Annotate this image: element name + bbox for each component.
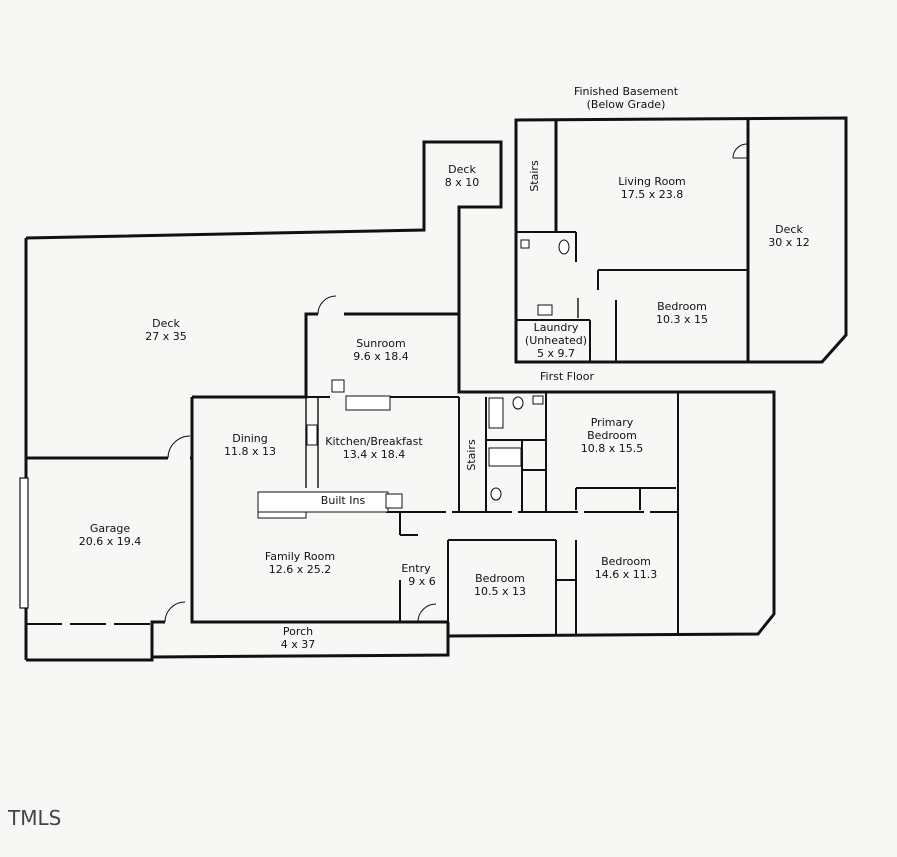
- laundry-note: (Unheated): [525, 334, 587, 347]
- first-floor-plan: Deck 8 x 10 Deck 27 x 35 Sunroom 9.6 x 1…: [19, 140, 776, 662]
- primary-bedroom-dims: 10.8 x 15.5: [581, 442, 644, 455]
- watermark: TMLS: [8, 806, 62, 830]
- deck-outline: [25, 140, 503, 392]
- basement-deck-dims: 30 x 12: [768, 236, 810, 249]
- basement-outline: [514, 116, 848, 364]
- house-outline: [151, 312, 776, 659]
- entry-dims: 9 x 6: [408, 575, 436, 588]
- toilet-fixture-1: [512, 396, 524, 410]
- sink-fixture: [520, 239, 530, 249]
- laundry-dims: 5 x 9.7: [537, 347, 575, 360]
- front-door: [417, 603, 437, 623]
- basement-deck-label: Deck: [775, 223, 803, 236]
- primary-bedroom-label: Primary: [591, 416, 634, 429]
- sunroom-door: [317, 295, 337, 315]
- laundry-label: Laundry: [534, 321, 579, 334]
- sink-fixture-1: [532, 395, 544, 405]
- garage-porch-door: [164, 601, 186, 623]
- bedroom-a-dims: 10.5 x 13: [474, 585, 526, 598]
- toilet-fixture-2: [490, 487, 502, 501]
- porch-label: Porch: [283, 625, 313, 638]
- basement-bedroom-label: Bedroom: [657, 300, 707, 313]
- fridge-fixture: [306, 424, 318, 446]
- garage-house-door: [167, 435, 191, 459]
- sunroom-label: Sunroom: [356, 337, 405, 350]
- small-deck-dims: 8 x 10: [445, 176, 480, 189]
- bedroom-a-label: Bedroom: [475, 572, 525, 585]
- garage-dims: 20.6 x 19.4: [79, 535, 142, 548]
- shower-fixture: [488, 397, 504, 429]
- entry-label: Entry: [401, 562, 431, 575]
- living-room-label: Living Room: [618, 175, 686, 188]
- first-floor-title: First Floor: [540, 370, 594, 383]
- toilet-fixture: [558, 239, 570, 255]
- basement-plan: Finished Basement (Below Grade) Living R…: [514, 85, 848, 364]
- basement-title: Finished Basement: [574, 85, 679, 98]
- living-room-dims: 17.5 x 23.8: [621, 188, 684, 201]
- garage-walls: [26, 456, 192, 662]
- small-deck-label: Deck: [448, 163, 476, 176]
- stove-fixture: [331, 379, 345, 393]
- kitchen-label: Kitchen/Breakfast: [325, 435, 423, 448]
- stairs-label: Stairs: [465, 439, 478, 471]
- basement-subtitle: (Below Grade): [587, 98, 666, 111]
- sunroom-dims: 9.6 x 18.4: [353, 350, 409, 363]
- laundry-sink-fixture: [537, 304, 553, 316]
- large-deck-dims: 27 x 35: [145, 330, 187, 343]
- kitchen-dims: 13.4 x 18.4: [343, 448, 406, 461]
- dining-dims: 11.8 x 13: [224, 445, 276, 458]
- basement-bedroom-dims: 10.3 x 15: [656, 313, 708, 326]
- family-room-label: Family Room: [265, 550, 335, 563]
- built-ins-label: Built Ins: [321, 494, 366, 507]
- basement-stairs-label: Stairs: [528, 160, 541, 192]
- tub-fixture: [488, 447, 522, 467]
- primary-bedroom-label-2: Bedroom: [587, 429, 637, 442]
- garage-window: [19, 477, 29, 609]
- kitchen-counter: [305, 397, 319, 488]
- garage-label: Garage: [90, 522, 131, 535]
- kitchen-sink-counter: [345, 395, 391, 411]
- bedroom-b-label: Bedroom: [601, 555, 651, 568]
- family-room-dims: 12.6 x 25.2: [269, 563, 332, 576]
- porch-dims: 4 x 37: [281, 638, 316, 651]
- bedroom-b-dims: 14.6 x 11.3: [595, 568, 658, 581]
- basement-deck-door: [732, 143, 748, 159]
- dining-label: Dining: [232, 432, 268, 445]
- large-deck-label: Deck: [152, 317, 180, 330]
